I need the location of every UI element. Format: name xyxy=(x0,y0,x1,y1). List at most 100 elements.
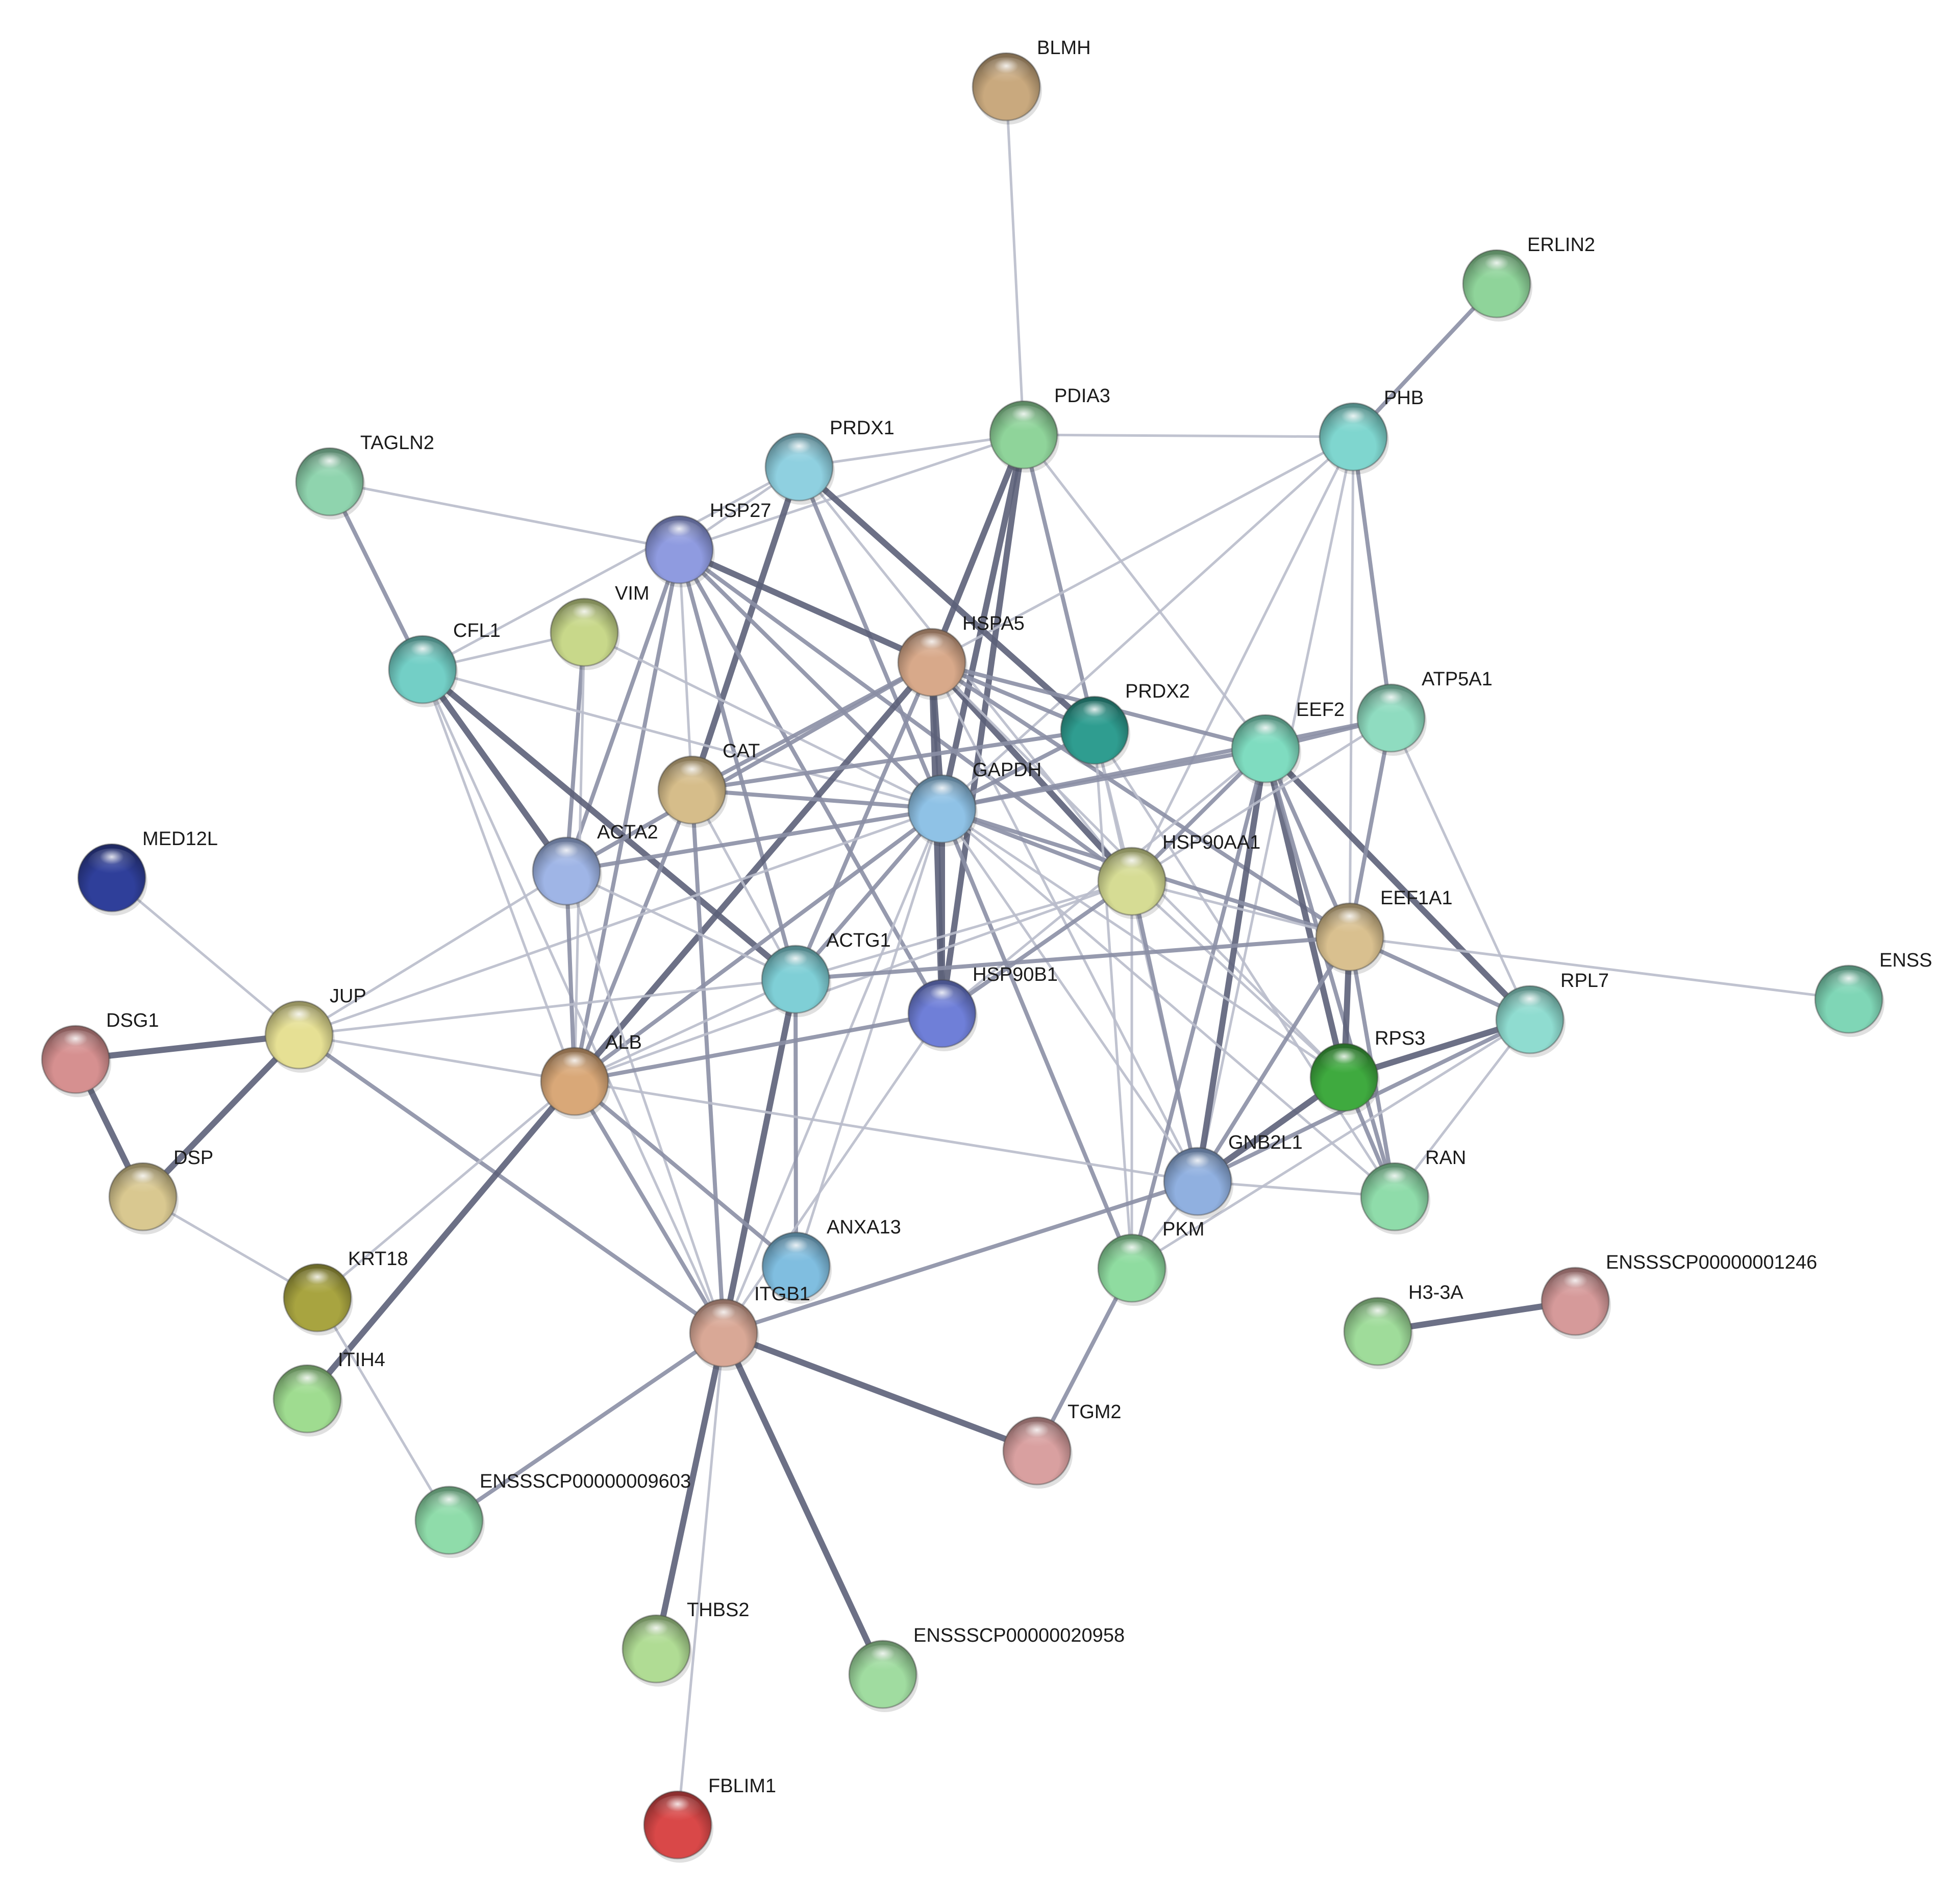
node-prdx2[interactable]: PRDX2 xyxy=(1060,681,1190,768)
node-gapdh[interactable]: GAPDH xyxy=(907,759,1041,847)
node-label-eef1a1: EEF1A1 xyxy=(1380,887,1453,909)
node-gloss xyxy=(1551,1272,1600,1302)
node-gloss xyxy=(550,1052,599,1082)
edge-cat-itgb1 xyxy=(690,789,726,1333)
node-rpl7[interactable]: RPL7 xyxy=(1495,970,1609,1057)
node-pdia3[interactable]: PDIA3 xyxy=(989,385,1110,473)
edge-hspa5-acta2 xyxy=(565,660,933,873)
node-h3-3a[interactable]: H3-3A xyxy=(1343,1282,1463,1369)
node-label-anxa13: ANXA13 xyxy=(827,1217,901,1238)
edge-itgb1-tgm2 xyxy=(722,1330,1038,1454)
edge-pdia3-hspa5 xyxy=(929,433,1027,664)
node-pkm[interactable]: PKM xyxy=(1097,1219,1204,1306)
edge-hspa5-eef1a1 xyxy=(930,660,1351,939)
edge-prdx2-ran xyxy=(1093,729,1396,1198)
node-label-cfl1: CFL1 xyxy=(453,620,501,641)
node-itgb1[interactable]: ITGB1 xyxy=(689,1283,810,1371)
node-eef2[interactable]: EEF2 xyxy=(1231,699,1345,786)
edge-eef2-gnb2l1 xyxy=(1195,748,1269,1182)
node-enss[interactable]: ENSS xyxy=(1814,950,1932,1037)
node-thbs2[interactable]: THBS2 xyxy=(622,1599,749,1687)
node-anxa13[interactable]: ANXA13 xyxy=(761,1217,901,1304)
edge-hsp90b1-alb xyxy=(574,1011,942,1083)
node-prdx1[interactable]: PRDX1 xyxy=(764,417,895,505)
node-gloss xyxy=(999,405,1048,436)
node-atp5a1[interactable]: ATP5A1 xyxy=(1356,669,1493,756)
edge-gapdh-jup xyxy=(299,807,942,1036)
node-eef1a1[interactable]: EEF1A1 xyxy=(1315,887,1453,975)
node-gloss xyxy=(1107,852,1156,882)
node-dsp[interactable]: DSP xyxy=(108,1147,213,1234)
node-acta2[interactable]: ACTA2 xyxy=(532,822,658,909)
edge-hsp27-acta2 xyxy=(564,549,681,872)
node-med12l[interactable]: MED12L xyxy=(77,828,218,916)
node-enssscp00000020958[interactable]: ENSSSCP00000020958 xyxy=(848,1625,1125,1712)
node-gloss xyxy=(775,437,824,468)
edge-acta2-itgb1 xyxy=(565,871,725,1333)
edge-gapdh-pkm xyxy=(940,808,1134,1269)
node-jup[interactable]: JUP xyxy=(264,985,366,1073)
edge-acta2-actg1 xyxy=(565,870,797,981)
edge-tagln2-cfl1 xyxy=(328,481,425,671)
node-label-prdx1: PRDX1 xyxy=(830,417,895,439)
node-erlin2[interactable]: ERLIN2 xyxy=(1462,234,1595,322)
node-itih4[interactable]: ITIH4 xyxy=(272,1349,385,1437)
edge-actg1-alb xyxy=(574,978,797,1083)
node-fblim1[interactable]: FBLIM1 xyxy=(643,1775,776,1863)
edge-hsp27-hsp90b1 xyxy=(677,549,944,1015)
node-gloss xyxy=(1320,1048,1369,1078)
node-label-enssscp00000001246: ENSSSCP00000001246 xyxy=(1606,1252,1817,1273)
node-phb[interactable]: PHB xyxy=(1319,387,1424,475)
edge-alb-krt18 xyxy=(316,1080,576,1299)
node-gloss xyxy=(858,1645,907,1675)
node-dsg1[interactable]: DSG1 xyxy=(41,1010,159,1097)
node-cfl1[interactable]: CFL1 xyxy=(388,620,501,707)
edge-krt18-enssscp00000009603 xyxy=(316,1297,451,1521)
node-tagln2[interactable]: TAGLN2 xyxy=(295,432,434,520)
node-alb[interactable]: ALB xyxy=(540,1032,642,1119)
node-gloss xyxy=(1325,907,1374,938)
edge-atp5a1-hsp90aa1 xyxy=(1131,716,1392,883)
edge-hsp90aa1-gnb2l1 xyxy=(1130,881,1200,1182)
node-gloss xyxy=(542,842,591,872)
node-gloss xyxy=(917,984,966,1015)
node-gloss xyxy=(560,603,609,633)
node-enssscp00000001246[interactable]: ENSSSCP00000001246 xyxy=(1541,1252,1817,1339)
edge-jup-dsp xyxy=(140,1032,302,1199)
node-label-pdia3: PDIA3 xyxy=(1054,385,1110,407)
node-gloss xyxy=(118,1167,167,1198)
node-blmh[interactable]: BLMH xyxy=(972,37,1091,125)
node-gloss xyxy=(907,633,956,663)
edge-cat-actg1 xyxy=(690,789,797,980)
node-label-blmh: BLMH xyxy=(1037,37,1091,59)
edge-jup-itgb1 xyxy=(297,1033,725,1335)
node-ran[interactable]: RAN xyxy=(1360,1147,1466,1234)
edge-eef2-pkm xyxy=(1130,748,1268,1269)
node-enssscp00000009603[interactable]: ENSSSCP00000009603 xyxy=(414,1471,691,1558)
node-label-hsp90b1: HSP90B1 xyxy=(973,964,1058,985)
node-gnb2l1[interactable]: GNB2L1 xyxy=(1163,1132,1303,1219)
node-gloss xyxy=(1107,1239,1156,1269)
edge-itgb1-enssscp00000020958 xyxy=(721,1331,886,1676)
node-krt18[interactable]: KRT18 xyxy=(283,1248,408,1336)
edge-pdia3-hsp90b1 xyxy=(939,434,1027,1014)
edge-pdia3-prdx1 xyxy=(799,433,1024,468)
node-hspa5[interactable]: HSPA5 xyxy=(897,613,1025,700)
node-hsp90aa1[interactable]: HSP90AA1 xyxy=(1097,832,1260,919)
node-hsp90b1[interactable]: HSP90B1 xyxy=(907,964,1058,1051)
edge-eef2-ran xyxy=(1263,748,1397,1198)
node-gloss xyxy=(982,57,1031,88)
node-hsp27[interactable]: HSP27 xyxy=(644,500,771,587)
edge-hsp27-cat xyxy=(678,549,693,790)
edge-eef2-rpl7 xyxy=(1263,746,1532,1022)
node-vim[interactable]: VIM xyxy=(550,583,650,670)
node-actg1[interactable]: ACTG1 xyxy=(761,930,891,1017)
node-tgm2[interactable]: TGM2 xyxy=(1002,1401,1122,1489)
node-label-gnb2l1: GNB2L1 xyxy=(1228,1132,1303,1153)
edge-rpl7-ran xyxy=(1394,1019,1531,1198)
node-rps3[interactable]: RPS3 xyxy=(1309,1028,1425,1115)
edge-atp5a1-rpl7 xyxy=(1389,717,1531,1021)
node-cat[interactable]: CAT xyxy=(657,740,760,828)
